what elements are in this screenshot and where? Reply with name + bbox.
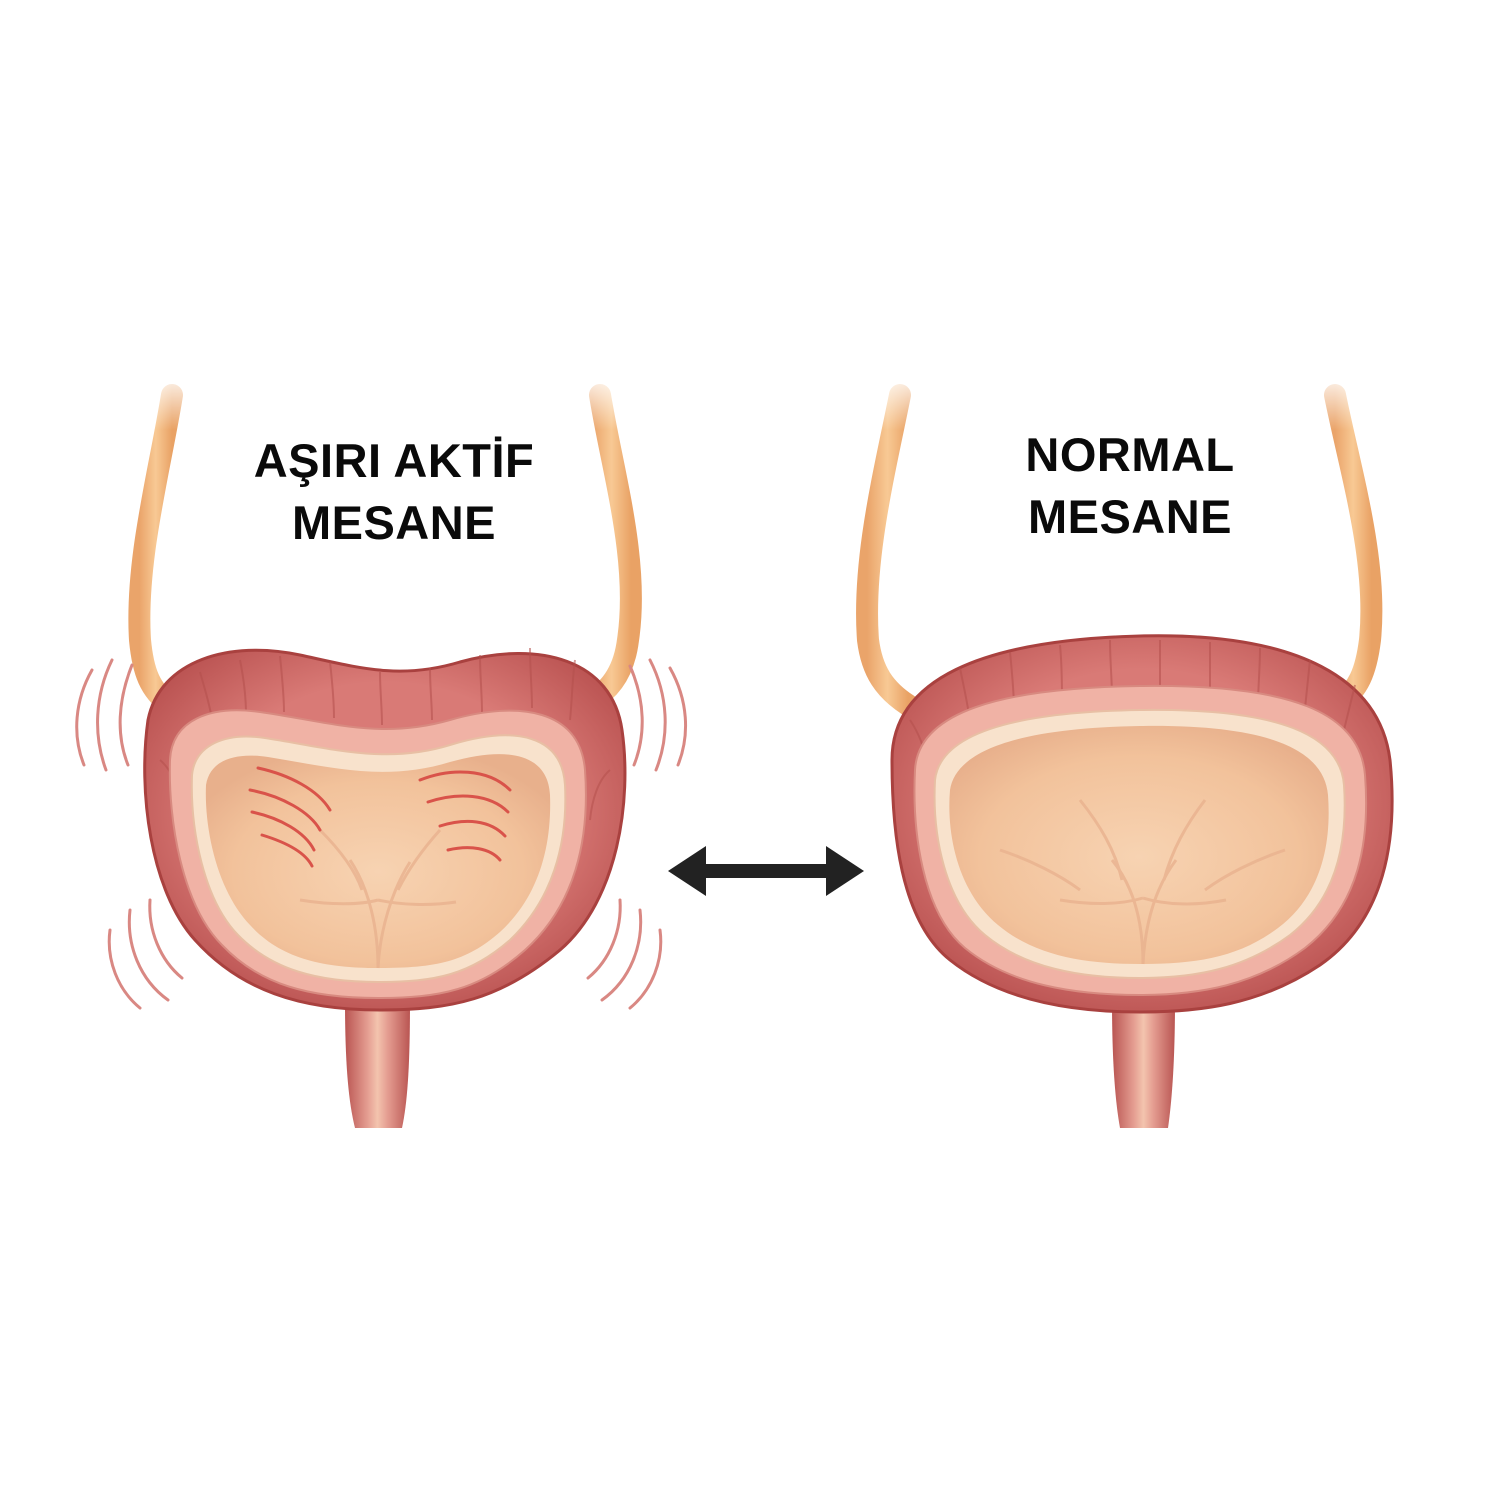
left-ureter-normal bbox=[856, 384, 919, 716]
overactive-bladder bbox=[75, 370, 687, 1128]
right-ureter-normal bbox=[1324, 384, 1383, 713]
vibration-lines bbox=[75, 658, 687, 1010]
normal-bladder-label: NORMAL MESANE bbox=[950, 424, 1310, 548]
double-headed-arrow-icon bbox=[668, 846, 864, 896]
bladder-lumen-normal bbox=[949, 725, 1329, 964]
urethra bbox=[345, 1000, 410, 1128]
overactive-label-line-2: MESANE bbox=[291, 496, 497, 549]
bladder-lumen bbox=[205, 754, 551, 968]
overactive-label-line-1: AŞIRI AKTİF bbox=[253, 434, 535, 487]
overactive-bladder-label: AŞIRI AKTİF MESANE bbox=[214, 430, 574, 554]
contraction-marks bbox=[248, 766, 512, 868]
right-ureter bbox=[581, 384, 642, 711]
normal-label-line-2: MESANE bbox=[1027, 490, 1233, 543]
normal-bladder bbox=[856, 370, 1394, 1128]
urethra-normal bbox=[1112, 1000, 1175, 1128]
normal-label-line-1: NORMAL bbox=[1025, 428, 1235, 481]
left-ureter bbox=[128, 384, 183, 716]
